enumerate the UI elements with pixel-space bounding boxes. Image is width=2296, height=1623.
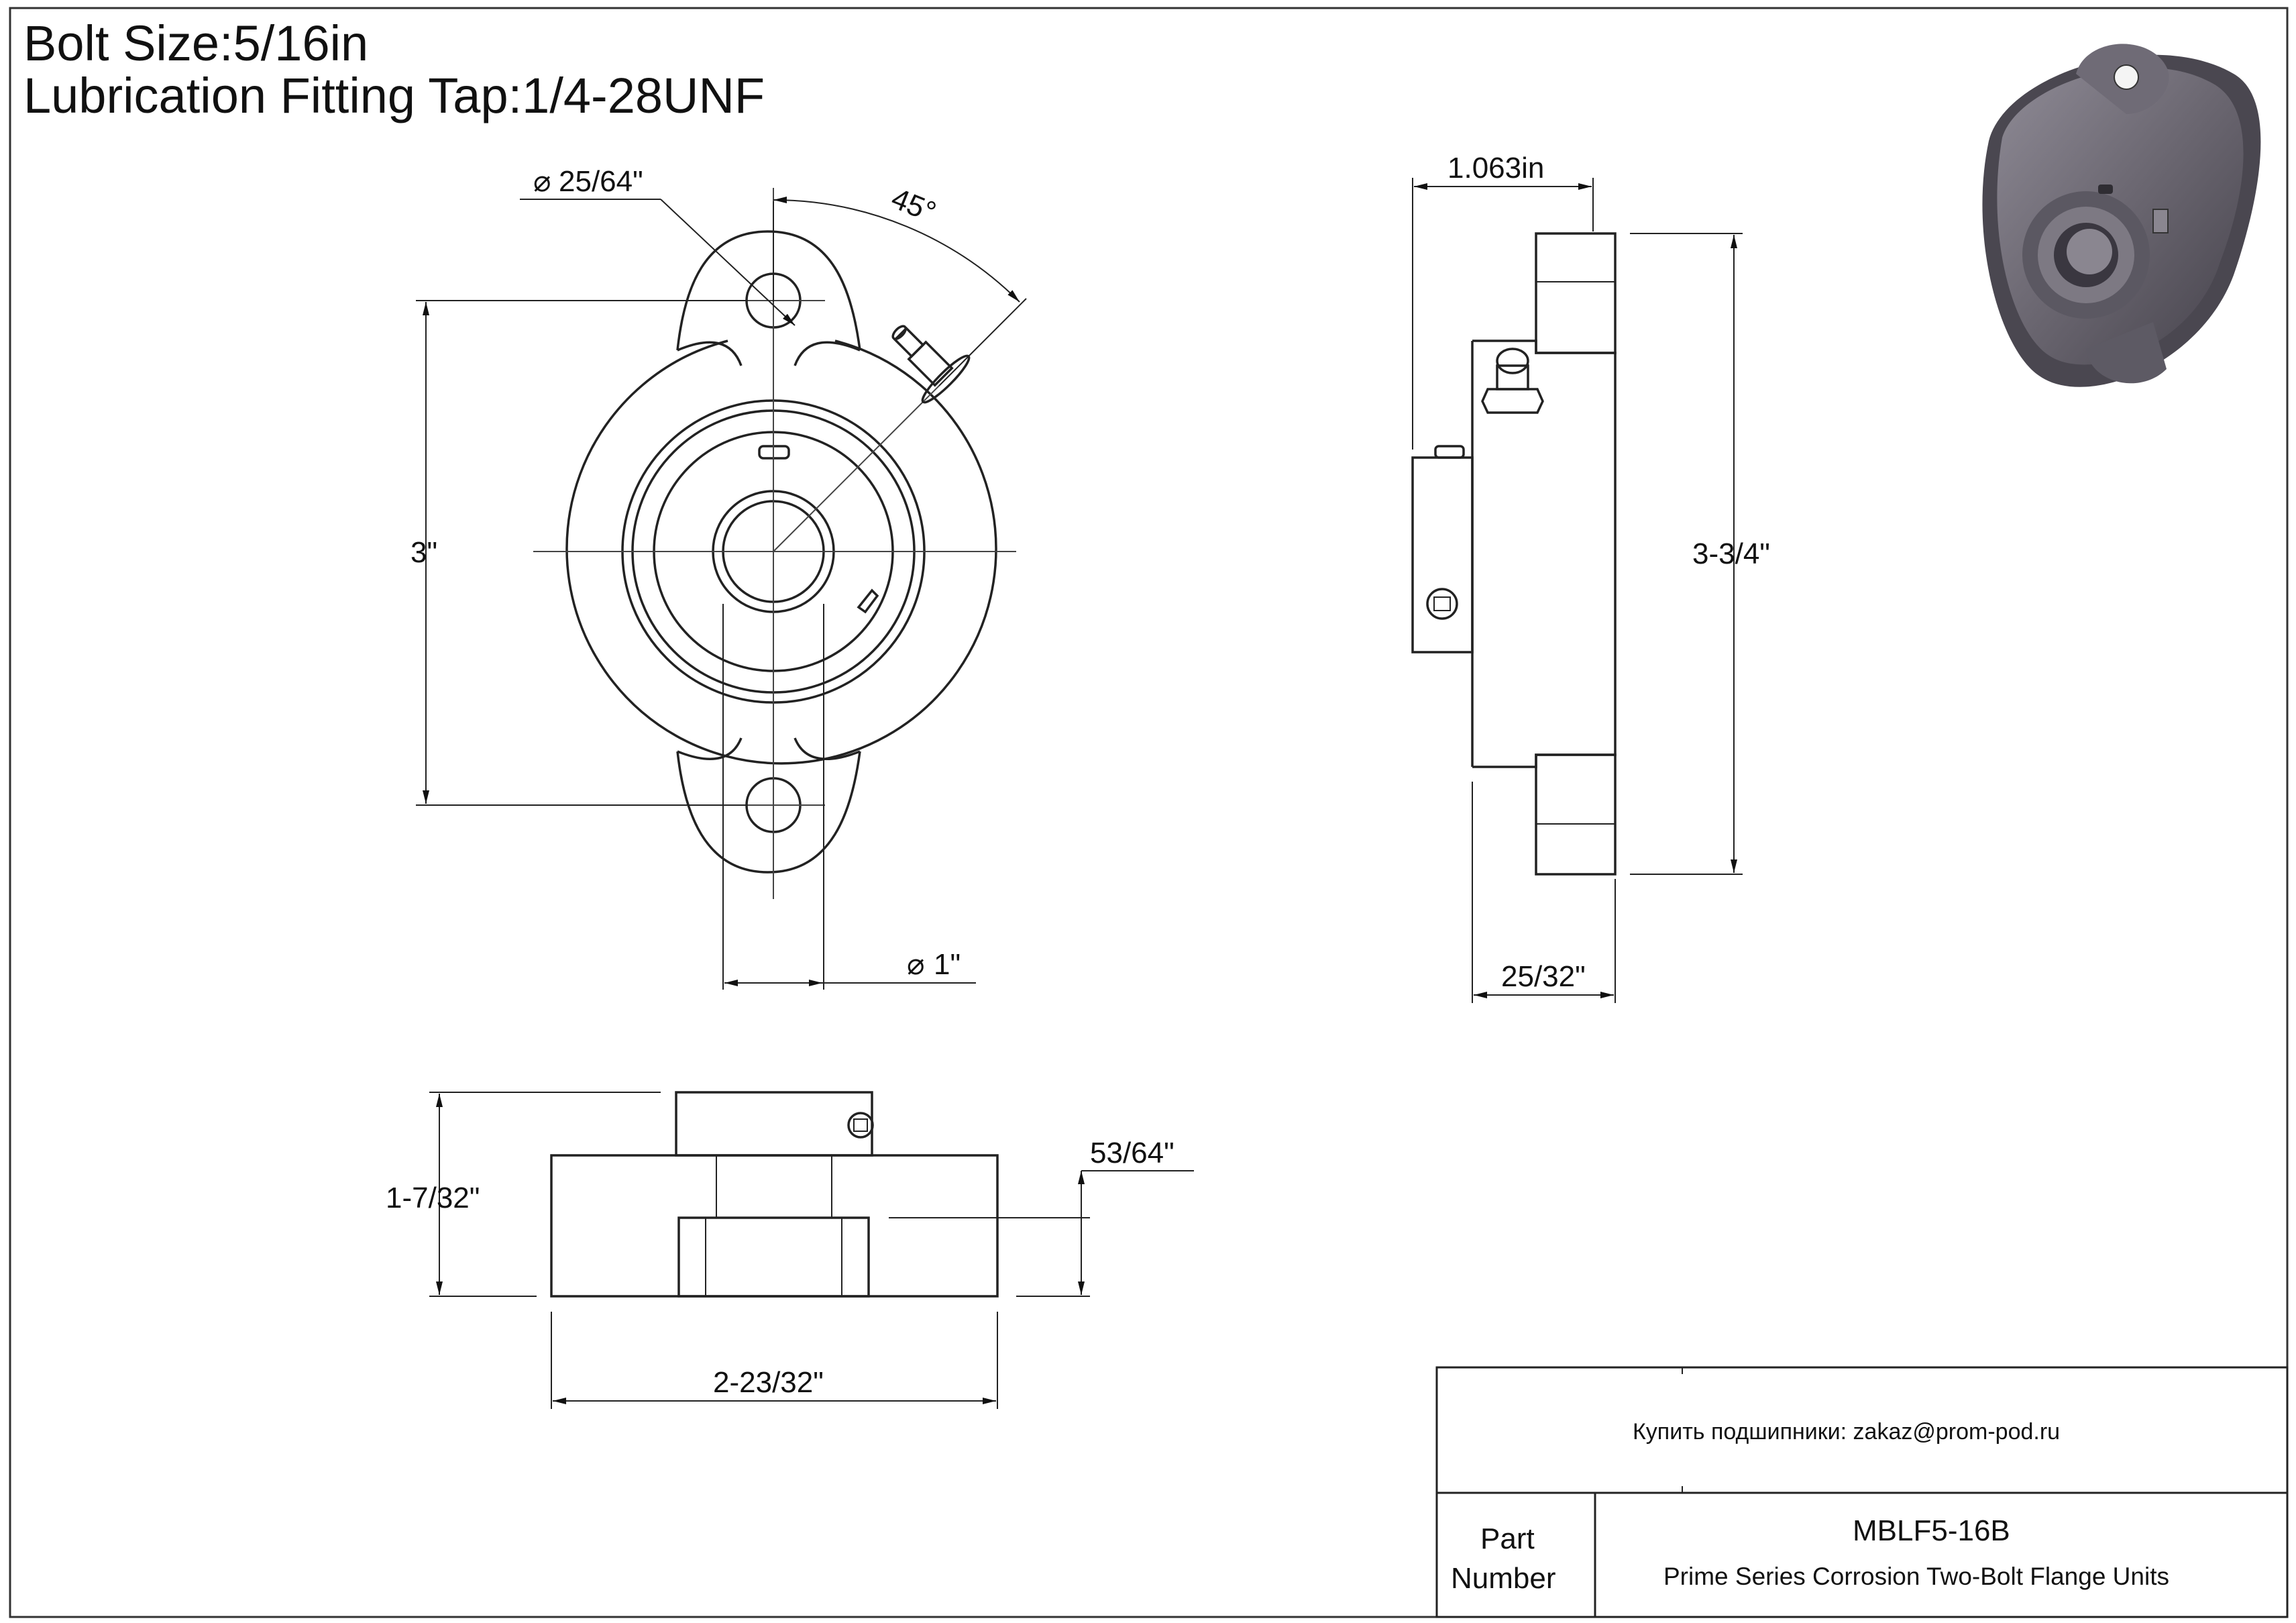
length-label: 2-23/32" bbox=[713, 1366, 824, 1399]
bearing-render bbox=[1982, 44, 2261, 387]
flange-thickness-label: 25/32" bbox=[1501, 960, 1586, 993]
width-top-label: 1.063in bbox=[1447, 152, 1544, 185]
bore-diameter-symbol: ⌀ bbox=[907, 948, 925, 981]
part-description: Prime Series Corrosion Two-Bolt Flange U… bbox=[1663, 1563, 2169, 1590]
part-number: MBLF5-16B bbox=[1853, 1514, 2010, 1547]
bottom-view: 1-7/32" 53/64" 2-23/32" bbox=[386, 1091, 1194, 1409]
title-block: Купить подшипники: zakaz@prom-pod.ru Par… bbox=[1435, 1366, 2289, 1618]
contact-text: Купить подшипники: zakaz@prom-pod.ru bbox=[1633, 1419, 2060, 1445]
front-view: ⌀ 25/64" 45° 3" ⌀ 1" bbox=[411, 165, 1027, 990]
bolt-size-label: Bolt Size:5/16in bbox=[23, 15, 368, 71]
part-label-line1: Part bbox=[1480, 1522, 1535, 1555]
hole-diameter-symbol: ⌀ bbox=[533, 165, 551, 198]
height-label: 3-3/4" bbox=[1692, 537, 1770, 570]
hole-diameter-label: 25/64" bbox=[559, 165, 643, 198]
side-view: 1.063in 3-3/4" 25/32" bbox=[1411, 152, 1770, 1003]
base-height-label: 53/64" bbox=[1090, 1137, 1174, 1169]
bolt-spacing-label: 3" bbox=[411, 536, 437, 569]
part-label-line2: Number bbox=[1451, 1562, 1556, 1595]
sheet-border bbox=[9, 7, 2289, 1618]
lubrication-tap-label: Lubrication Fitting Tap:1/4-28UNF bbox=[23, 68, 765, 123]
bore-diameter-label: 1" bbox=[934, 948, 961, 981]
overall-height-label: 1-7/32" bbox=[386, 1182, 480, 1214]
